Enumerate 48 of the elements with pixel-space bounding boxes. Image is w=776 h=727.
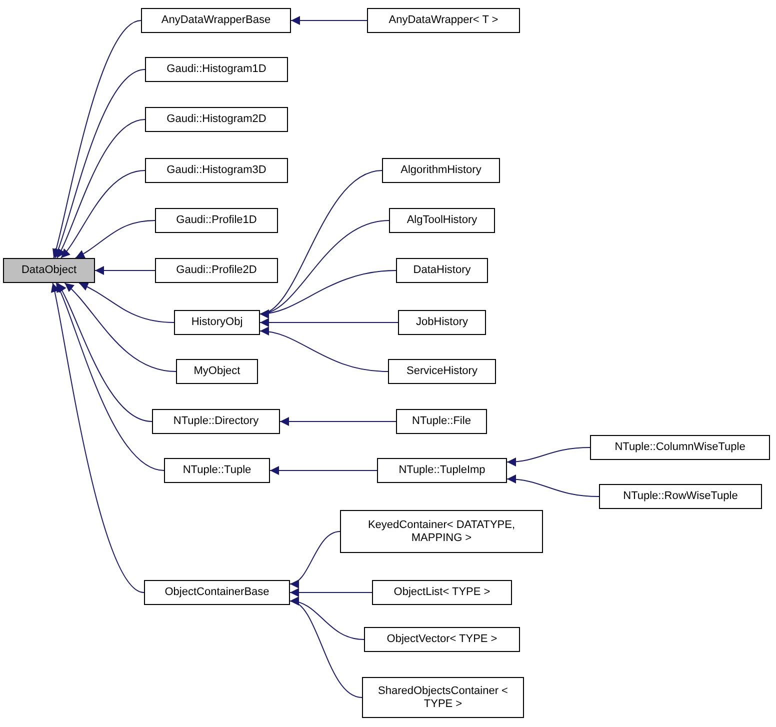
inheritance-arrow (506, 447, 590, 466)
inheritance-arrow (60, 170, 146, 258)
class-box: NTuple::Directory (152, 409, 280, 434)
class-box: Gaudi::Histogram1D (145, 57, 288, 82)
inheritance-arrow (506, 474, 600, 497)
class-box: MyObject (176, 359, 258, 384)
class-box: AlgorithmHistory (382, 158, 500, 183)
class-box: JobHistory (398, 310, 486, 335)
class-box: AlgToolHistory (389, 208, 495, 233)
inheritance-arrow (260, 318, 398, 327)
class-box: ObjectContainerBase (144, 580, 290, 605)
class-box: Gaudi::Profile1D (155, 208, 278, 233)
class-box: DataObject (3, 258, 95, 283)
class-box: Gaudi::Profile2D (155, 258, 278, 283)
inheritance-arrow (75, 220, 156, 258)
class-box: ObjectVector< TYPE > (364, 627, 520, 652)
inheritance-arrow (280, 417, 396, 426)
class-box: AnyDataWrapperBase (141, 8, 291, 33)
class-box: ServiceHistory (388, 359, 496, 384)
class-box: KeyedContainer< DATATYPE, MAPPING > (340, 510, 543, 553)
class-box: AnyDataWrapper< T > (367, 8, 520, 33)
class-box: SharedObjectsContainer < TYPE > (362, 677, 524, 718)
inheritance-arrow (290, 16, 368, 25)
inheritance-arrow (56, 282, 164, 471)
inheritance-arrow (94, 266, 156, 275)
class-box: NTuple::File (396, 409, 487, 434)
class-box: NTuple::Tuple (164, 458, 270, 483)
class-box: NTuple::RowWiseTuple (599, 484, 762, 509)
inheritance-arrow (290, 599, 362, 698)
class-box: NTuple::TupleImp (377, 458, 507, 483)
inheritance-arrow (78, 282, 174, 323)
inheritance-arrow (57, 282, 152, 422)
inheritance-arrow (270, 466, 378, 475)
class-box: ObjectList< TYPE > (372, 580, 512, 605)
inheritance-arrow (52, 20, 142, 258)
class-box: Gaudi::Histogram2D (145, 107, 288, 132)
inheritance-arrow (260, 270, 396, 318)
class-box: Gaudi::Histogram3D (145, 158, 288, 183)
class-box: NTuple::ColumnWiseTuple (590, 435, 770, 460)
inheritance-arrow (290, 531, 340, 586)
inheritance-arrow (54, 69, 146, 258)
inheritance-arrow (50, 282, 144, 593)
class-box: HistoryObj (174, 310, 260, 335)
inheritance-arrow (56, 119, 146, 258)
class-box: DataHistory (396, 258, 488, 283)
inheritance-arrow (290, 588, 372, 597)
inheritance-arrow (260, 327, 388, 372)
inheritance-arrow (64, 282, 176, 372)
